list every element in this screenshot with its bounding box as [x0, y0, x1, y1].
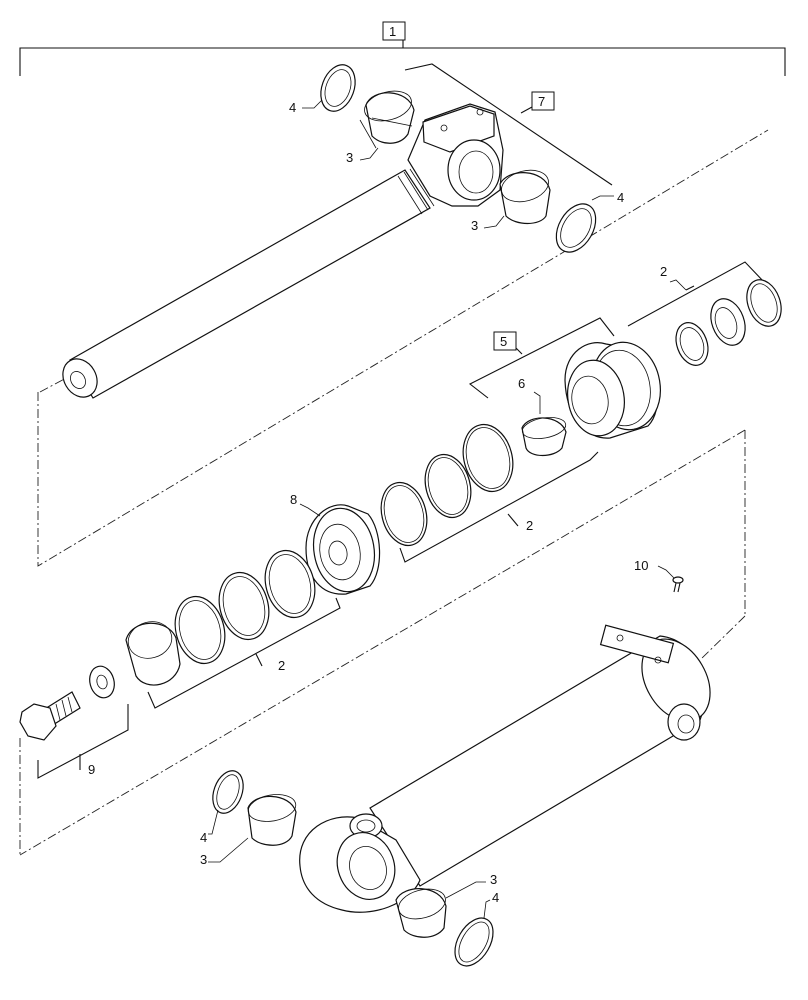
rod-assembly-bracket: 7 [404, 63, 613, 186]
washer[interactable] [86, 663, 117, 700]
callout-6[interactable]: 6 [518, 376, 525, 391]
seal-kit-lower-bracket: 2 [147, 597, 341, 709]
piston[interactable] [305, 503, 381, 596]
cylinder-barrel[interactable] [369, 624, 724, 887]
wear-ring[interactable] [521, 414, 568, 457]
snap-ring-barrel-right[interactable] [447, 911, 501, 972]
callout-1[interactable]: 1 [389, 24, 396, 39]
callout-8[interactable]: 8 [290, 492, 297, 507]
callout-4-rod-lower[interactable]: 4 [617, 190, 624, 205]
piston-wear-band[interactable] [124, 617, 181, 686]
callout-2-lower[interactable]: 2 [278, 658, 285, 673]
piston-seal-ring-1[interactable] [456, 419, 520, 497]
piston-rod[interactable] [56, 168, 435, 403]
piston-ring-c[interactable] [168, 591, 232, 669]
callout-5[interactable]: 5 [500, 334, 507, 349]
assembly-bracket: 1 [19, 21, 786, 76]
bushing-rod-upper[interactable] [361, 86, 415, 144]
bushing-rod-lower[interactable] [498, 165, 552, 225]
callout-3-rod-lower[interactable]: 3 [471, 218, 478, 233]
barrel-eye[interactable] [299, 813, 421, 913]
snap-ring-rod-upper[interactable] [315, 60, 361, 116]
seal-kit-middle-bracket: 2 [399, 451, 599, 563]
callout-7[interactable]: 7 [538, 94, 545, 109]
callout-2-middle[interactable]: 2 [526, 518, 533, 533]
callout-10[interactable]: 10 [634, 558, 648, 573]
gland-seal-kit: 2 [627, 261, 765, 327]
rod-seal[interactable] [705, 294, 751, 350]
callout-4-upper[interactable]: 4 [289, 100, 296, 115]
callout-3-barrel-left[interactable]: 3 [200, 852, 207, 867]
bushing-barrel-left[interactable] [246, 791, 298, 846]
callout-4-barrel-left[interactable]: 4 [200, 830, 207, 845]
bushing-barrel-right[interactable] [395, 884, 449, 938]
gland-assembly-bracket: 5 [468, 317, 615, 399]
snap-ring-barrel-left[interactable] [207, 767, 248, 818]
bolt-kit-bracket: 9 [37, 704, 129, 779]
wiper-seal[interactable] [741, 275, 787, 331]
piston-ring-b[interactable] [212, 567, 276, 645]
callout-3-barrel-right[interactable]: 3 [490, 872, 497, 887]
grease-fitting[interactable] [672, 576, 684, 593]
callout-4-barrel-right[interactable]: 4 [492, 890, 499, 905]
piston-seal-ring-2[interactable] [418, 449, 477, 522]
piston-bolt[interactable] [19, 691, 81, 741]
snap-ring-rod-lower[interactable] [548, 197, 603, 259]
callout-9[interactable]: 9 [88, 762, 95, 777]
rod-eye[interactable] [407, 103, 504, 207]
buffer-seal[interactable] [670, 318, 713, 370]
gland[interactable] [562, 337, 667, 441]
callout-2-top[interactable]: 2 [660, 264, 667, 279]
callout-3-upper[interactable]: 3 [346, 150, 353, 165]
piston-seal-ring-3[interactable] [374, 477, 433, 550]
piston-ring-a[interactable] [258, 545, 322, 623]
